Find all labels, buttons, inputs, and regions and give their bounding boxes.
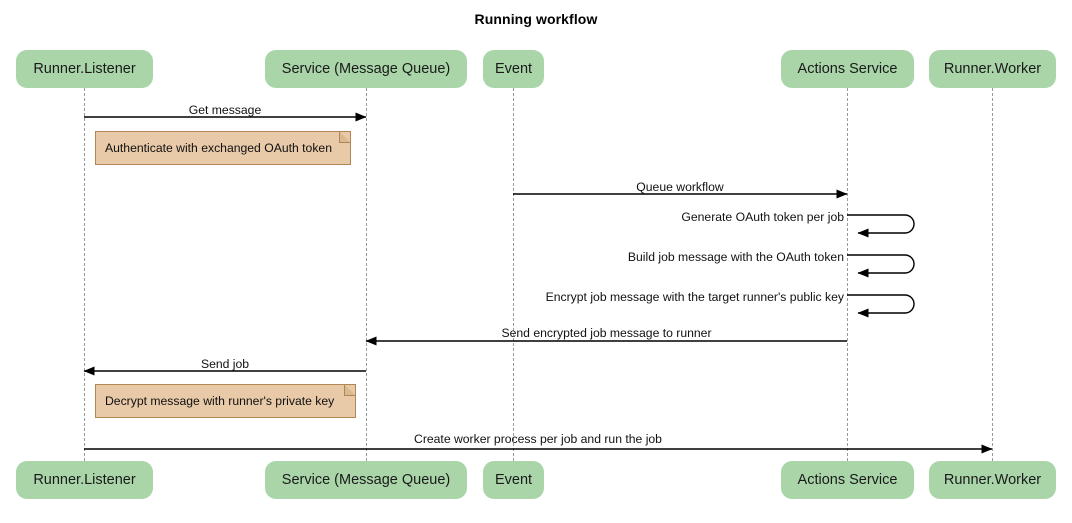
actor-header-actions-service-label: Actions Service	[797, 61, 898, 77]
lifeline-runner-listener	[84, 88, 85, 461]
arrow-encrypt-job-message-with-the-target-runners-public-key	[847, 294, 915, 318]
label-encrypt-job-message-with-the-target-runners-public-key: Encrypt job message with the target runn…	[545, 290, 844, 304]
label-generate-oauth-token-per-job: Generate OAuth token per job	[681, 210, 844, 224]
actor-header-service-message-queue[interactable]: Service (Message Queue)	[265, 50, 467, 88]
actor-footer-runner-listener-label: Runner.Listener	[33, 472, 136, 488]
label-build-job-message-with-the-oauth-token: Build job message with the OAuth token	[627, 250, 844, 264]
note-decrypt: Decrypt message with runner's private ke…	[95, 384, 356, 418]
note-fold-icon	[344, 384, 356, 396]
actor-header-actions-service[interactable]: Actions Service	[781, 50, 914, 88]
actor-header-service-message-queue-label: Service (Message Queue)	[281, 61, 451, 77]
note-authenticate: Authenticate with exchanged OAuth token	[95, 131, 351, 165]
note-authenticate-text: Authenticate with exchanged OAuth token	[105, 141, 332, 155]
lifeline-event	[513, 88, 514, 461]
label-send-job: Send job	[200, 357, 250, 371]
arrow-build-job-message-with-the-oauth-token	[847, 254, 915, 278]
actor-footer-service-message-queue-label: Service (Message Queue)	[281, 472, 451, 488]
label-create-worker-process-per-job-and-run-the-job: Create worker process per job and run th…	[414, 432, 662, 446]
actor-footer-service-message-queue[interactable]: Service (Message Queue)	[265, 461, 467, 499]
actor-footer-actions-service[interactable]: Actions Service	[781, 461, 914, 499]
actor-header-runner-worker[interactable]: Runner.Worker	[929, 50, 1056, 88]
lifeline-service-message-queue	[366, 88, 367, 461]
label-queue-workflow: Queue workflow	[636, 180, 724, 194]
actor-header-runner-listener-label: Runner.Listener	[33, 61, 136, 77]
actor-header-runner-worker-label: Runner.Worker	[943, 61, 1042, 77]
actor-footer-actions-service-label: Actions Service	[797, 472, 898, 488]
actor-header-event-label: Event	[494, 61, 533, 77]
page-title: Running workflow	[474, 11, 598, 27]
actor-footer-runner-worker-label: Runner.Worker	[943, 472, 1042, 488]
actor-header-runner-listener[interactable]: Runner.Listener	[16, 50, 153, 88]
lifeline-actions-service	[847, 88, 848, 461]
actor-footer-runner-listener[interactable]: Runner.Listener	[16, 461, 153, 499]
actor-footer-event[interactable]: Event	[483, 461, 544, 499]
arrow-generate-oauth-token-per-job	[847, 214, 915, 238]
label-send-encrypted-job-message-to-runner: Send encrypted job message to runner	[501, 326, 712, 340]
actor-footer-event-label: Event	[494, 472, 533, 488]
actor-footer-runner-worker[interactable]: Runner.Worker	[929, 461, 1056, 499]
note-fold-icon	[339, 131, 351, 143]
label-get-message: Get message	[188, 103, 262, 117]
actor-header-event[interactable]: Event	[483, 50, 544, 88]
note-decrypt-text: Decrypt message with runner's private ke…	[105, 394, 335, 408]
lifeline-runner-worker	[992, 88, 993, 461]
